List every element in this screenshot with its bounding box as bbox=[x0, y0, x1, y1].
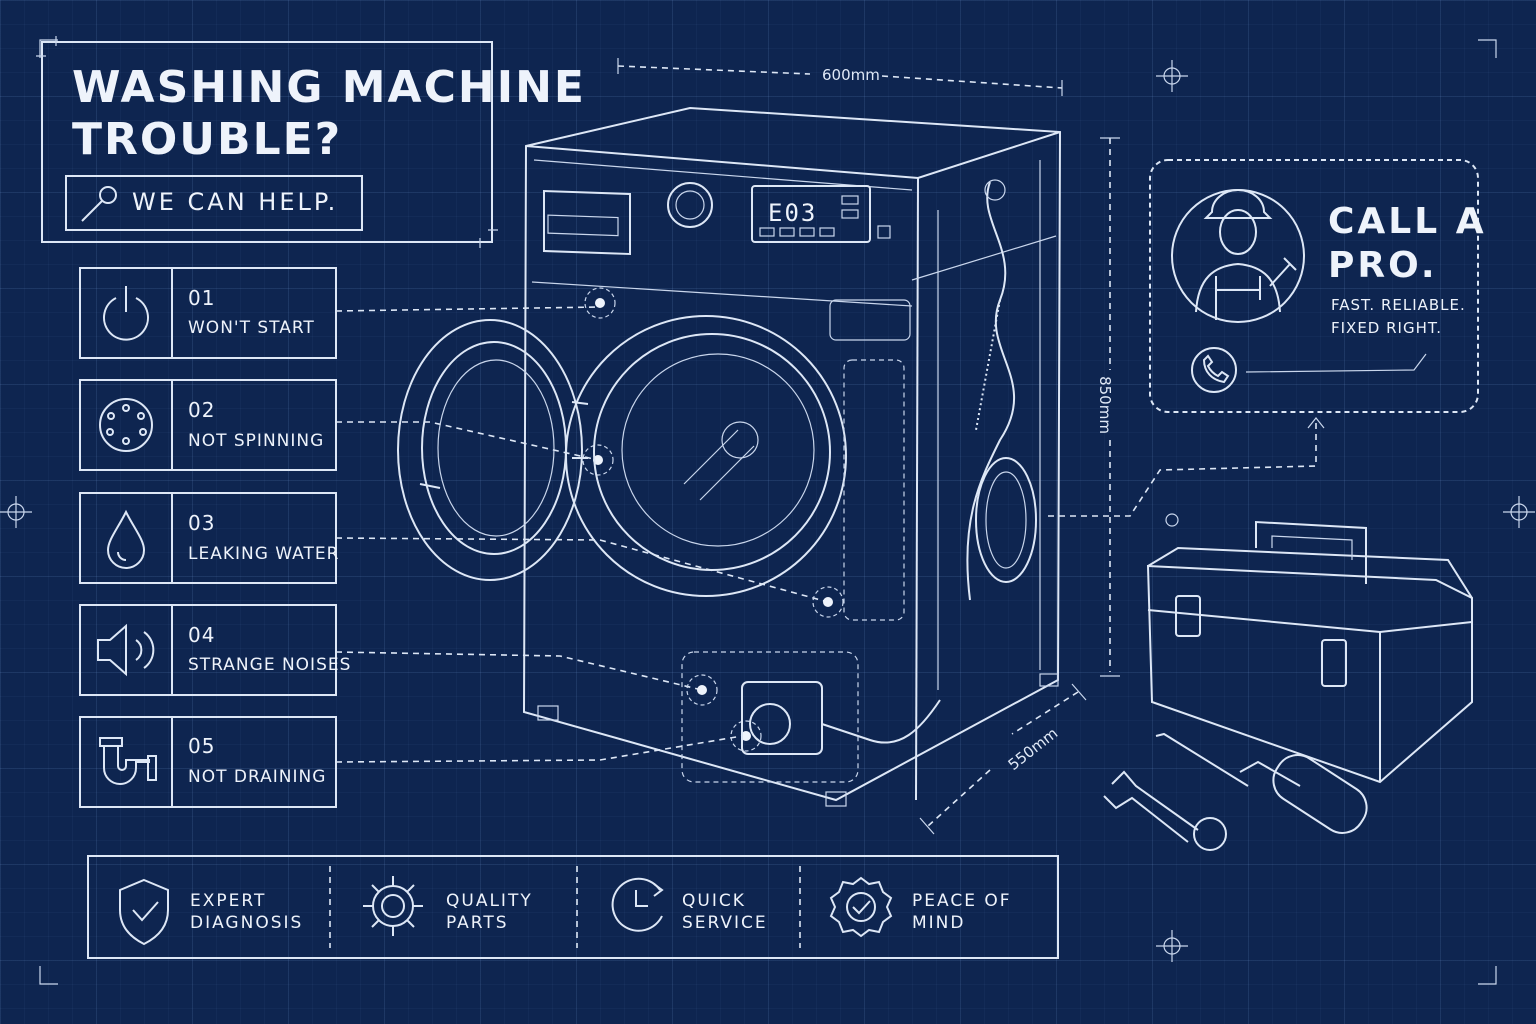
badge-check-icon bbox=[829, 876, 893, 938]
toolbox-icon bbox=[1146, 520, 1473, 784]
feature-line: EXPERT bbox=[190, 891, 267, 911]
features-bar bbox=[87, 855, 1059, 959]
call-pro-line-2: PRO. bbox=[1328, 245, 1438, 286]
feature-line: PARTS bbox=[446, 913, 509, 933]
wrench-icon bbox=[81, 186, 117, 222]
technician-icon bbox=[1171, 189, 1305, 323]
problem-number-02: 02 bbox=[188, 398, 216, 422]
problem-label-not-draining: NOT DRAINING bbox=[188, 767, 327, 787]
feature-line: PEACE OF bbox=[912, 891, 1012, 911]
problem-number-04: 04 bbox=[188, 623, 216, 647]
problem-label-wont-start: WON'T START bbox=[188, 318, 315, 338]
tagline: WE CAN HELP. bbox=[132, 188, 339, 216]
phone-icon bbox=[1191, 347, 1237, 393]
drum-icon bbox=[99, 398, 153, 452]
feature-line: QUICK bbox=[682, 891, 746, 911]
problem-label-leaking-water: LEAKING WATER bbox=[188, 544, 340, 564]
wrench-tool-icon bbox=[1103, 770, 1227, 851]
clock-icon bbox=[611, 877, 664, 932]
gear-icon bbox=[363, 876, 423, 936]
feature-quick-service: QUICK SERVICE bbox=[682, 890, 768, 934]
problem-label-strange-noises: STRANGE NOISES bbox=[188, 655, 352, 675]
crosshair-marks bbox=[0, 60, 1535, 962]
feature-line: DIAGNOSIS bbox=[190, 913, 304, 933]
dimension-lines bbox=[617, 58, 1120, 835]
feature-line: SERVICE bbox=[682, 913, 768, 933]
call-panel bbox=[1048, 159, 1479, 517]
problem-number-01: 01 bbox=[188, 286, 216, 310]
problem-label-not-spinning: NOT SPINNING bbox=[188, 431, 325, 451]
dimension-width: 600mm bbox=[822, 66, 880, 84]
error-code-display: E03 bbox=[768, 199, 818, 227]
feature-line: QUALITY bbox=[446, 891, 533, 911]
callout-targets bbox=[582, 287, 844, 752]
call-pro-subtitle: FAST. RELIABLE. FIXED RIGHT. bbox=[1331, 294, 1466, 340]
call-pro-title: CALL A PRO. bbox=[1328, 200, 1487, 288]
call-pro-subtitle-1: FAST. RELIABLE. bbox=[1331, 296, 1466, 314]
title-frame bbox=[36, 36, 498, 248]
dimension-height: 850mm bbox=[1095, 376, 1114, 434]
feature-peace-of-mind: PEACE OF MIND bbox=[912, 890, 1012, 934]
screwdriver-icon bbox=[1155, 732, 1368, 834]
feature-expert-diagnosis: EXPERT DIAGNOSIS bbox=[190, 890, 303, 934]
feature-line: MIND bbox=[912, 913, 966, 933]
title-line-1: WASHING MACHINE bbox=[72, 62, 586, 113]
water-drop-icon bbox=[106, 509, 146, 569]
power-icon bbox=[103, 286, 149, 341]
problem-leader-lines bbox=[335, 306, 829, 763]
frame-corners bbox=[39, 39, 1497, 985]
call-pro-subtitle-2: FIXED RIGHT. bbox=[1331, 319, 1443, 337]
page-title: WASHING MACHINE TROUBLE? bbox=[72, 62, 586, 166]
drain-pipe-icon bbox=[99, 737, 157, 785]
problem-number-05: 05 bbox=[188, 734, 216, 758]
shield-check-icon bbox=[119, 878, 169, 946]
problem-number-03: 03 bbox=[188, 511, 216, 535]
speaker-icon bbox=[97, 623, 155, 677]
feature-quality-parts: QUALITY PARTS bbox=[446, 890, 533, 934]
problem-boxes bbox=[79, 267, 337, 808]
washing-machine bbox=[397, 106, 1062, 807]
call-pro-line-1: CALL A bbox=[1328, 201, 1487, 242]
title-line-2: TROUBLE? bbox=[72, 114, 343, 165]
